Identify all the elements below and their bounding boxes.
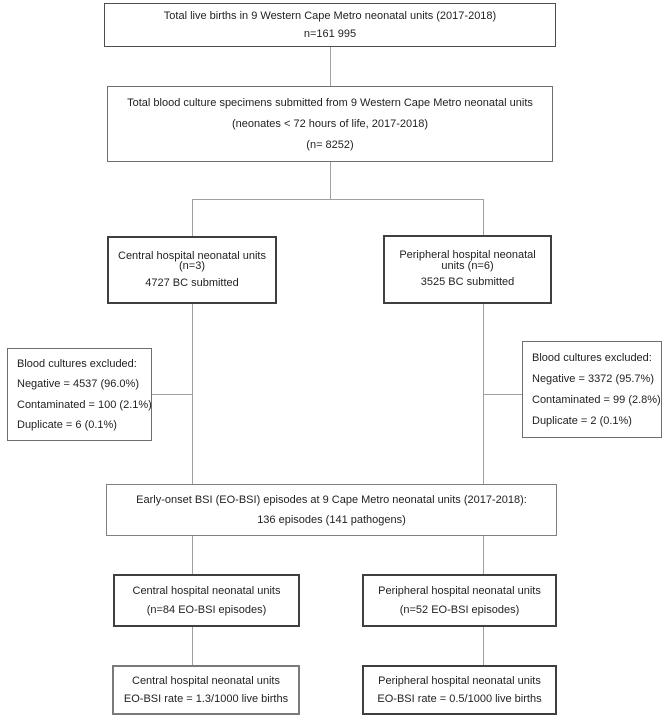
connector-central-episodes-to-rate	[192, 627, 193, 665]
box-excluded-peripheral-line4: Duplicate = 2 (0.1%)	[532, 415, 632, 427]
connector-branch-to-central	[192, 199, 193, 236]
box-peripheral-episodes-line1: Peripheral hospital neonatal units	[378, 584, 541, 597]
box-total-live-births: Total live births in 9 Western Cape Metr…	[104, 3, 556, 47]
box-peripheral-episodes: Peripheral hospital neonatal units (n=52…	[362, 574, 557, 627]
box-eobsi-total-line1: Early-onset BSI (EO-BSI) episodes at 9 C…	[136, 494, 527, 506]
box-excluded-central-line1: Blood cultures excluded:	[17, 358, 137, 371]
box-central-episodes: Central hospital neonatal units (n=84 EO…	[113, 574, 300, 627]
box-total-blood-cultures: Total blood culture specimens submitted …	[107, 86, 553, 162]
connector-branch-horizontal	[192, 199, 484, 200]
box-peripheral-bc-submitted: Peripheral hospital neonatal units (n=6)…	[383, 235, 552, 304]
box-peripheral-rate-line1: Peripheral hospital neonatal units	[378, 674, 541, 687]
connector-bc-to-branch	[330, 162, 331, 199]
box-excluded-central-line3: Contaminated = 100 (2.1%)	[17, 398, 152, 411]
box-peripheral-bc-line3: 3525 BC submitted	[420, 276, 515, 289]
box-eobsi-total: Early-onset BSI (EO-BSI) episodes at 9 C…	[106, 484, 557, 536]
box-peripheral-rate-line2: EO-BSI rate = 0.5/1000 live births	[377, 693, 542, 706]
box-excluded-peripheral-line2: Negative = 3372 (95.7%)	[532, 373, 654, 385]
box-eobsi-total-line2: 136 episodes (141 pathogens)	[257, 514, 406, 526]
box-excluded-peripheral-line1: Blood cultures excluded:	[532, 352, 652, 364]
connector-births-to-bc	[330, 47, 331, 86]
box-central-rate-line2: EO-BSI rate = 1.3/1000 live births	[123, 693, 289, 706]
connector-eobsi-to-central-episodes	[192, 536, 193, 574]
box-total-live-births-line1: Total live births in 9 Western Cape Metr…	[163, 10, 497, 23]
box-total-blood-cultures-line2: (neonates < 72 hours of life, 2017-2018)	[232, 118, 428, 130]
box-central-bc-line3: 4727 BC submitted	[145, 276, 239, 289]
box-total-live-births-line2: n=161 995	[303, 27, 357, 40]
box-excluded-peripheral-line3: Contaminated = 99 (2.8%)	[532, 394, 661, 406]
box-excluded-central-line4: Duplicate = 6 (0.1%)	[17, 418, 117, 431]
box-central-bc-line2: (n=3)	[179, 260, 205, 272]
box-central-episodes-line1: Central hospital neonatal units	[132, 584, 281, 597]
box-peripheral-rate: Peripheral hospital neonatal units EO-BS…	[362, 665, 557, 715]
box-excluded-central-line2: Negative = 4537 (96.0%)	[17, 378, 139, 391]
box-excluded-peripheral: Blood cultures excluded: Negative = 3372…	[522, 341, 662, 438]
box-peripheral-bc-line2: units (n=6)	[441, 259, 494, 272]
connector-eobsi-to-peripheral-episodes	[483, 536, 484, 574]
box-central-bc-submitted: Central hospital neonatal units (n=3) 47…	[107, 236, 277, 304]
box-central-bc-line1: Central hospital neonatal units	[118, 249, 266, 262]
connector-central-to-eobsi	[192, 304, 193, 484]
connector-excluded-central	[152, 394, 192, 395]
connector-excluded-peripheral	[483, 394, 522, 395]
connector-branch-to-peripheral	[483, 199, 484, 235]
box-peripheral-bc-line1: Peripheral hospital neonatal	[399, 248, 536, 261]
box-central-rate-line1: Central hospital neonatal units	[132, 674, 280, 687]
box-total-blood-cultures-line3: (n= 8252)	[306, 139, 354, 151]
box-total-blood-cultures-line1: Total blood culture specimens submitted …	[127, 97, 533, 109]
box-central-rate: Central hospital neonatal units EO-BSI r…	[112, 665, 300, 715]
box-excluded-central: Blood cultures excluded: Negative = 4537…	[7, 348, 152, 441]
box-peripheral-episodes-line2: (n=52 EO-BSI episodes)	[399, 604, 520, 617]
connector-peripheral-episodes-to-rate	[483, 627, 484, 665]
box-central-episodes-line2: (n=84 EO-BSI episodes)	[146, 604, 267, 617]
